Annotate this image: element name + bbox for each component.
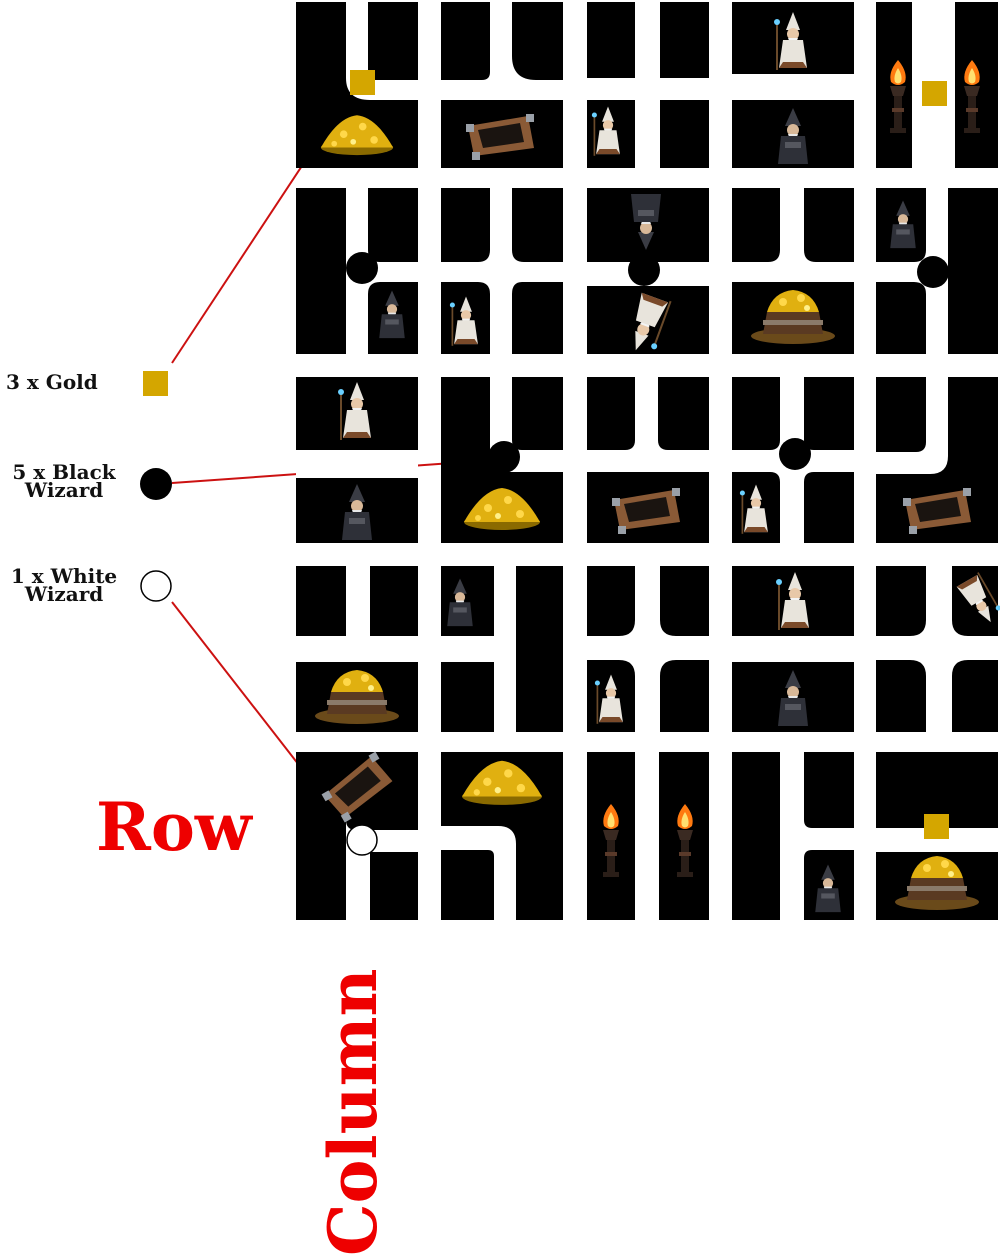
tile-r1-c3 [587,2,709,168]
tile-r4-c1 [296,566,418,732]
white-wizard-marker [346,824,378,856]
column-axis-label: Column [314,968,392,1256]
board-markers [346,70,949,856]
legend-gold-label: 3 x Gold [6,370,98,394]
legend-symbols [140,371,172,602]
black-wizard-marker [779,438,811,470]
tile-r4-c4 [732,566,854,732]
black-wizard-marker [628,254,660,286]
tile-r1-c2 [441,2,563,168]
gold-marker [350,70,375,95]
tile-r4-c2 [441,566,563,732]
tile-r2-c2 [441,188,563,354]
legend-gold-icon [143,371,168,396]
tile-r3-c3 [587,377,709,543]
tile-r3-c5 [876,377,998,543]
gold-marker [924,814,949,839]
tile-r3-c1 [296,377,418,543]
legend-black-wizard-name: Wizard [24,478,104,502]
black-wizard-marker [346,252,378,284]
tile-r4-c3 [587,566,709,732]
tile-r5-c3 [587,752,709,920]
legend-white-wizard-count: 1 x White [10,564,118,588]
legend-white-wizard-name: Wizard [24,582,104,606]
legend-black-wizard-count: 5 x Black [12,460,116,484]
black-wizard-marker [917,256,949,288]
legend-white-wizard-label: 1 x White Wizard [0,564,128,606]
tile-r1-c4 [732,2,854,168]
legend-white-wizard-icon [140,570,172,602]
gold-marker [922,81,947,106]
legend-black-wizard-label: 5 x Black Wizard [0,460,128,502]
tile-r5-c4 [732,752,854,920]
legend-black-wizard-icon [140,468,172,500]
tile-r5-c2 [441,752,563,920]
tile-r4-c5 [876,566,1000,732]
tile-r2-c4 [732,188,854,354]
legend-gold-text: 3 x Gold [6,370,98,394]
black-wizard-marker [488,441,520,473]
row-axis-label: Row [96,788,252,866]
